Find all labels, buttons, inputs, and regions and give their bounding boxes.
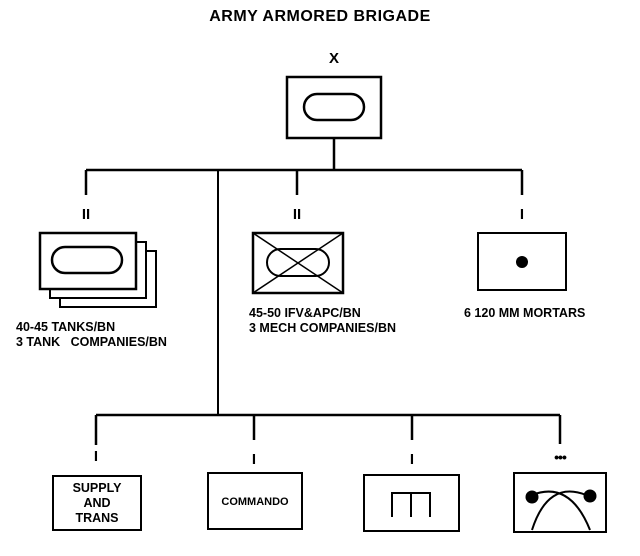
supply-label-line3: TRANS [75, 511, 119, 525]
commando-echelon-marker: I [251, 451, 257, 468]
commando-label: COMMANDO [221, 496, 289, 508]
mech-echelon-marker: II [292, 206, 302, 223]
engineer-company-symbol [363, 474, 460, 532]
tank-caption-line1: 40-45 TANKS/BN [16, 320, 116, 334]
mech-caption-line2: 3 MECH COMPANIES/BN [249, 321, 397, 335]
supply-echelon-marker: I [93, 448, 99, 465]
supply-label-line1: SUPPLY [72, 481, 122, 495]
armor-oval-icon [302, 92, 366, 122]
armor-oval-icon [266, 248, 330, 277]
engineer-echelon-marker: I [409, 451, 415, 468]
mortar-caption: 6 120 MM MORTARS [464, 306, 586, 320]
hq-unit-symbol [285, 75, 383, 140]
mortar-echelon-marker: I [519, 206, 525, 223]
commando-company-box [207, 472, 303, 530]
tank-caption-line2: 3 TANK COMPANIES/BN [16, 335, 167, 349]
mortar-dot-icon [516, 256, 528, 268]
tank-echelon-marker: II [81, 206, 91, 223]
engineer-icon [391, 492, 431, 517]
artillery-echelon-marker: ••• [554, 449, 567, 465]
mech-battalion-symbol [251, 231, 345, 295]
supply-company-box [52, 475, 142, 531]
tank-battalion-symbol [38, 231, 157, 308]
artillery-left-ball-icon [525, 490, 539, 504]
mech-caption-line1: 45-50 IFV&APC/BN [249, 306, 361, 320]
artillery-crossed-arcs-icon [531, 490, 591, 531]
armor-oval-icon [50, 245, 124, 275]
chart-title: ARMY ARMORED BRIGADE [209, 8, 431, 25]
mortar-company-symbol [477, 232, 567, 291]
artillery-right-ball-icon [583, 489, 597, 503]
artillery-battalion-symbol [513, 472, 607, 533]
hq-echelon-marker: X [328, 50, 339, 67]
supply-label-line2: AND [83, 496, 111, 510]
